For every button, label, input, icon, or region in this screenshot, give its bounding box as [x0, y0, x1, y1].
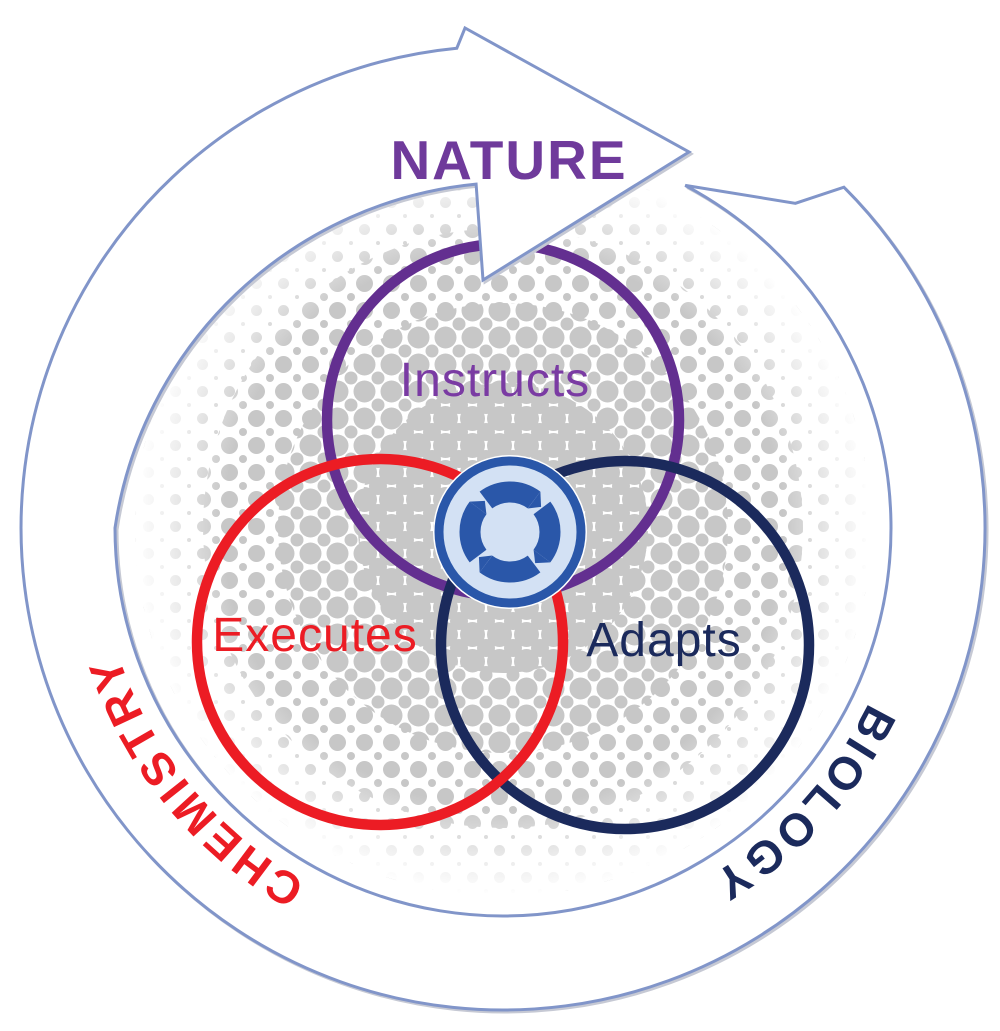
nature-label: NATURE: [390, 129, 627, 191]
cycle-icon-ring: [434, 456, 586, 608]
cycle-arrow-ring: [19, 25, 987, 1012]
adapts-label: Adapts: [586, 614, 741, 667]
executes-label: Executes: [212, 609, 417, 662]
cycle-icon-blade-tips: [469, 491, 551, 573]
cycle-icon-blades: [459, 481, 561, 583]
cycle-arrows-icon: [433, 455, 587, 609]
venn-circle-executes: [191, 453, 569, 831]
venn-circle-adapts: [435, 455, 815, 835]
instructs-label: Instructs: [400, 354, 590, 407]
